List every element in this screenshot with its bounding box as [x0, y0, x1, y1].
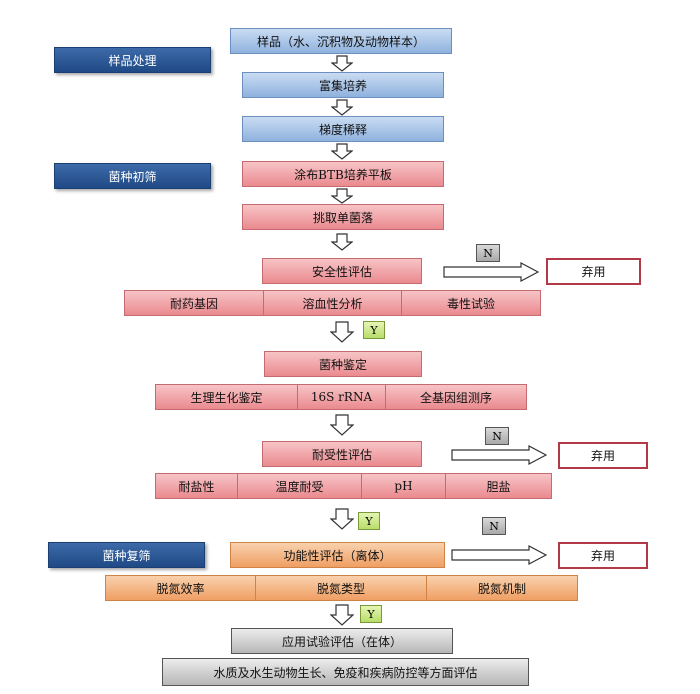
function-item: 脱氮效率 — [106, 576, 256, 600]
function-item: 脱氮类型 — [256, 576, 427, 600]
tolerance-item: 耐盐性 — [156, 474, 238, 498]
function-item: 脱氮机制 — [477, 581, 526, 596]
no-tag: N — [476, 244, 500, 262]
stage-label-rescreening: 菌种复筛 — [48, 542, 205, 568]
down-arrow-icon — [331, 233, 353, 251]
down-arrow-icon — [330, 321, 354, 343]
identification-box: 菌种鉴定 — [264, 351, 422, 377]
tolerance-item: pH — [362, 474, 446, 498]
no-tag: N — [482, 517, 506, 535]
discard-box-safety: 弃用 — [546, 258, 641, 285]
down-arrow-icon — [331, 143, 353, 160]
down-arrow-icon — [331, 99, 353, 116]
function-items-row: 脱氮效率 脱氮类型 脱氮机制 — [105, 575, 578, 601]
down-arrow-icon — [330, 414, 354, 436]
plating-box: 涂布BTB培养平板 — [242, 161, 444, 187]
enrichment-box: 富集培养 — [242, 72, 444, 98]
safety-item: 毒性试验 — [446, 296, 495, 311]
right-arrow-icon — [451, 545, 547, 565]
down-arrow-icon — [330, 604, 354, 626]
yes-tag: Y — [363, 321, 385, 339]
tolerance-item: 温度耐受 — [238, 474, 362, 498]
down-arrow-icon — [330, 508, 354, 530]
right-arrow-icon — [451, 445, 547, 465]
yes-tag: Y — [358, 512, 380, 530]
down-arrow-icon — [331, 55, 353, 72]
safety-item: 耐药基因 — [125, 291, 264, 315]
identification-item: 生理生化鉴定 — [156, 385, 298, 409]
tolerance-item: 胆盐 — [486, 479, 511, 494]
no-tag: N — [485, 427, 509, 445]
identification-item: 16S rRNA — [298, 385, 386, 409]
tolerance-items-row: 耐盐性 温度耐受 pH 胆盐 — [155, 473, 552, 499]
yes-tag: Y — [360, 605, 382, 623]
discard-box-tolerance: 弃用 — [558, 442, 648, 469]
pick-colony-box: 挑取单菌落 — [242, 204, 444, 230]
tolerance-eval-box: 耐受性评估 — [262, 441, 422, 467]
identification-item: 全基因组测序 — [419, 390, 492, 405]
safety-eval-box: 安全性评估 — [262, 258, 422, 284]
discard-box-function: 弃用 — [558, 542, 648, 569]
identification-items-row: 生理生化鉴定 16S rRNA 全基因组测序 — [155, 384, 527, 410]
safety-item: 溶血性分析 — [264, 291, 402, 315]
safety-items-row: 耐药基因 溶血性分析 毒性试验 — [124, 290, 541, 316]
down-arrow-icon — [331, 188, 353, 204]
sample-box: 样品（水、沉积物及动物样本） — [230, 28, 452, 54]
stage-label-sample-processing: 样品处理 — [54, 47, 211, 73]
application-eval-box: 应用试验评估（在体） — [231, 628, 453, 654]
function-eval-box: 功能性评估（离体） — [230, 542, 445, 568]
final-eval-box: 水质及水生动物生长、免疫和疾病防控等方面评估 — [162, 658, 529, 686]
stage-label-initial-screening: 菌种初筛 — [54, 163, 211, 189]
right-arrow-icon — [443, 262, 539, 282]
dilution-box: 梯度稀释 — [242, 116, 444, 142]
